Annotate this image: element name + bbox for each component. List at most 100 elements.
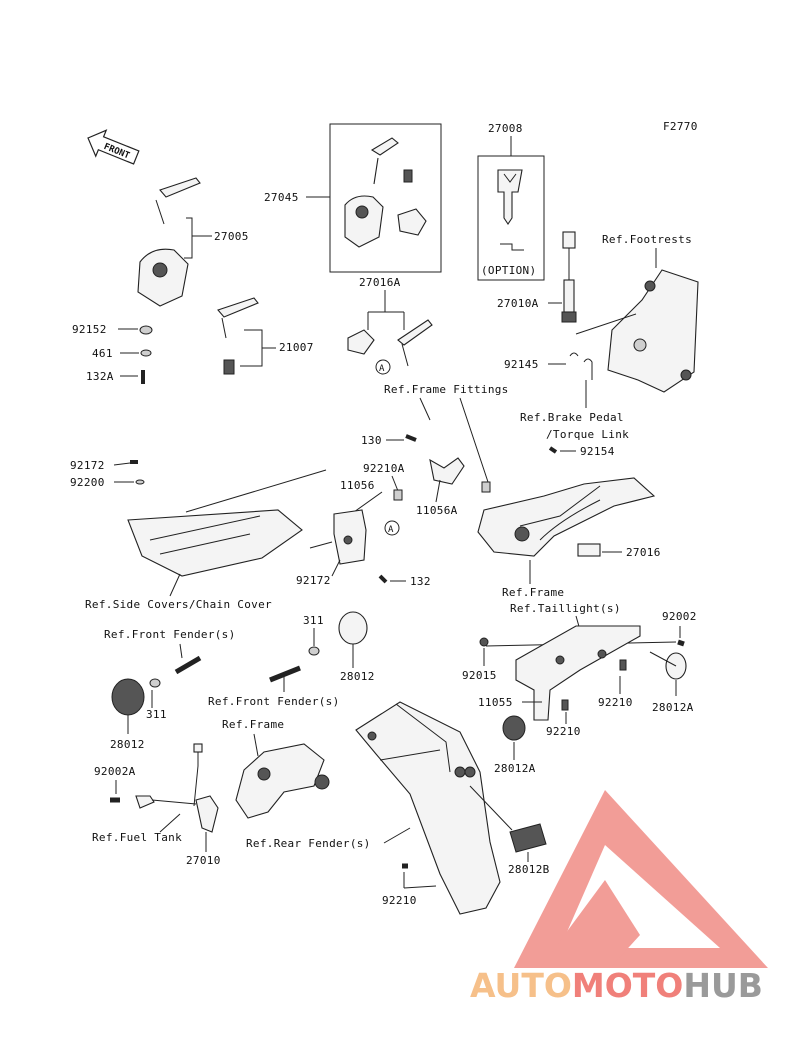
ignition-switch-icon bbox=[344, 195, 384, 248]
ref-frame-2: Ref.Frame bbox=[222, 718, 284, 731]
nut-icon bbox=[619, 659, 627, 671]
mount-hole-icon bbox=[314, 774, 330, 790]
part-label-92210-b: 92210 bbox=[546, 725, 581, 738]
ref-frame-1: Ref.Frame bbox=[502, 586, 564, 599]
ref-footrests: Ref.Footrests bbox=[602, 233, 692, 246]
part-label-27045: 27045 bbox=[264, 191, 299, 204]
leader-side-cover bbox=[185, 469, 327, 513]
watermark-text: AUTOMOTOHUB bbox=[470, 966, 763, 1005]
option-label: (OPTION) bbox=[481, 264, 536, 277]
bolt-icon bbox=[548, 446, 558, 454]
ref-fuel-tank: Ref.Fuel Tank bbox=[92, 831, 182, 844]
part-label-27016: 27016 bbox=[626, 546, 661, 559]
leader-92210-c bbox=[403, 872, 437, 889]
callout-a-1 bbox=[375, 359, 391, 375]
ref-rear-fender: Ref.Rear Fender(s) bbox=[246, 837, 371, 850]
sensor-27010A bbox=[561, 231, 577, 323]
lock-set-27016A bbox=[347, 319, 433, 367]
mount-hole-icon bbox=[680, 369, 692, 381]
side-cover-icon bbox=[127, 509, 303, 577]
bolt-icon bbox=[378, 574, 388, 584]
callout-a-label-2: A bbox=[388, 525, 394, 535]
washer-icon bbox=[139, 325, 153, 335]
frame-bracket-icon bbox=[235, 743, 325, 819]
front-arrow-shape bbox=[87, 129, 140, 165]
mount-hole-icon bbox=[597, 649, 607, 659]
key-logo-icon bbox=[503, 173, 517, 183]
reflector-icon bbox=[502, 715, 526, 741]
front-arrow: FRONT bbox=[87, 129, 140, 165]
leader-clip bbox=[151, 799, 197, 805]
mount-hole-icon bbox=[257, 767, 271, 781]
part-label-130: 130 bbox=[361, 434, 382, 447]
key-icon bbox=[155, 199, 165, 225]
ignition-set-27005 bbox=[137, 177, 201, 307]
key-icon bbox=[221, 317, 227, 339]
rear-fender-icon bbox=[355, 701, 501, 915]
nut-icon bbox=[149, 678, 161, 688]
part-label-132: 132 bbox=[410, 575, 431, 588]
lock-icon bbox=[347, 329, 375, 355]
spacer-icon bbox=[481, 481, 491, 493]
ref-taillights: Ref.Taillight(s) bbox=[510, 602, 621, 615]
kit-box-27008 bbox=[477, 155, 545, 281]
lock-cylinder-icon bbox=[152, 262, 168, 278]
spacer-icon bbox=[393, 489, 403, 501]
mount-hole-icon bbox=[464, 766, 476, 778]
leader-front-fender-1 bbox=[179, 643, 183, 659]
ref-front-fender-2: Ref.Front Fender(s) bbox=[208, 695, 340, 708]
part-label-28012A: 28012A bbox=[652, 701, 694, 714]
part-label-27010: 27010 bbox=[186, 854, 221, 867]
connector-icon bbox=[562, 231, 576, 249]
part-label-27005: 27005 bbox=[214, 230, 249, 243]
leader-92172-b-top bbox=[309, 541, 333, 549]
key-icon bbox=[397, 319, 433, 346]
part-label-11056: 11056 bbox=[340, 479, 375, 492]
leader-rear-fender bbox=[383, 827, 411, 844]
key-icon bbox=[401, 343, 409, 367]
ignition-switch-icon bbox=[137, 248, 189, 307]
leader-11056 bbox=[353, 491, 383, 513]
mount-hole-icon bbox=[514, 526, 530, 542]
ref-front-fender-1: Ref.Front Fender(s) bbox=[104, 628, 236, 641]
mount-hole-icon bbox=[555, 655, 565, 665]
part-label-27016A: 27016A bbox=[359, 276, 401, 289]
leader-28012A-right bbox=[649, 651, 677, 667]
watermark-triangle-mark bbox=[540, 880, 640, 968]
bolt-icon bbox=[405, 434, 417, 442]
key-set-21007 bbox=[217, 297, 259, 375]
part-label-92200: 92200 bbox=[70, 476, 105, 489]
washer-icon bbox=[140, 349, 152, 357]
leader-27005 bbox=[184, 217, 212, 259]
watermark-auto: AUTO bbox=[470, 966, 572, 1005]
part-label-92015: 92015 bbox=[462, 669, 497, 682]
leader-frame-2 bbox=[253, 733, 259, 757]
key-icon bbox=[159, 177, 201, 198]
part-label-11055: 11055 bbox=[478, 696, 513, 709]
part-label-461: 461 bbox=[92, 347, 113, 360]
part-label-132A: 132A bbox=[86, 370, 114, 383]
ref-brake-pedal-1: Ref.Brake Pedal bbox=[520, 411, 624, 424]
key-icon bbox=[370, 137, 399, 185]
reflector-rect-icon bbox=[509, 823, 547, 853]
bolt-icon bbox=[223, 359, 235, 375]
grommet-icon bbox=[135, 479, 145, 485]
spring-icon bbox=[569, 352, 593, 380]
figure-code: F2770 bbox=[663, 120, 698, 133]
side-cover-detail-icon bbox=[149, 515, 261, 555]
fuel-sensor-icon bbox=[195, 795, 219, 833]
bolt-icon bbox=[677, 639, 685, 647]
stud-icon bbox=[269, 665, 301, 683]
leader-fuel-tank bbox=[159, 813, 181, 833]
subframe-detail-icon bbox=[519, 485, 601, 541]
ref-frame-fittings: Ref.Frame Fittings bbox=[384, 383, 509, 396]
callout-a-2 bbox=[384, 520, 400, 536]
part-label-92002: 92002 bbox=[662, 610, 697, 623]
key-icon bbox=[217, 297, 259, 318]
part-label-92152: 92152 bbox=[72, 323, 107, 336]
sensor-nut-icon bbox=[561, 311, 577, 323]
part-label-92145: 92145 bbox=[504, 358, 539, 371]
part-label-92210A: 92210A bbox=[363, 462, 405, 475]
